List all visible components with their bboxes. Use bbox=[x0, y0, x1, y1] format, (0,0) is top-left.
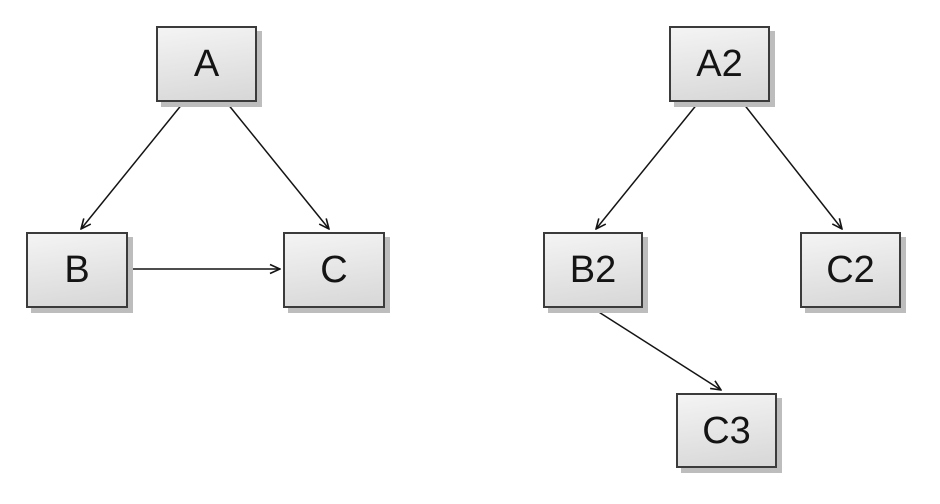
node-A: A bbox=[156, 26, 257, 102]
node-C3: C3 bbox=[676, 393, 777, 468]
node-label: C3 bbox=[702, 409, 751, 452]
node-label: C2 bbox=[826, 249, 875, 291]
node-C: C bbox=[283, 232, 385, 308]
node-label: B2 bbox=[569, 249, 617, 291]
node-A2: A2 bbox=[669, 26, 770, 102]
node-C2: C2 bbox=[800, 232, 901, 308]
node-B2: B2 bbox=[543, 232, 643, 308]
node-label: B bbox=[64, 249, 90, 291]
node-label: C bbox=[320, 249, 348, 291]
node-label: A bbox=[193, 43, 220, 85]
node-label: A2 bbox=[696, 43, 743, 85]
node-B: B bbox=[26, 232, 128, 308]
